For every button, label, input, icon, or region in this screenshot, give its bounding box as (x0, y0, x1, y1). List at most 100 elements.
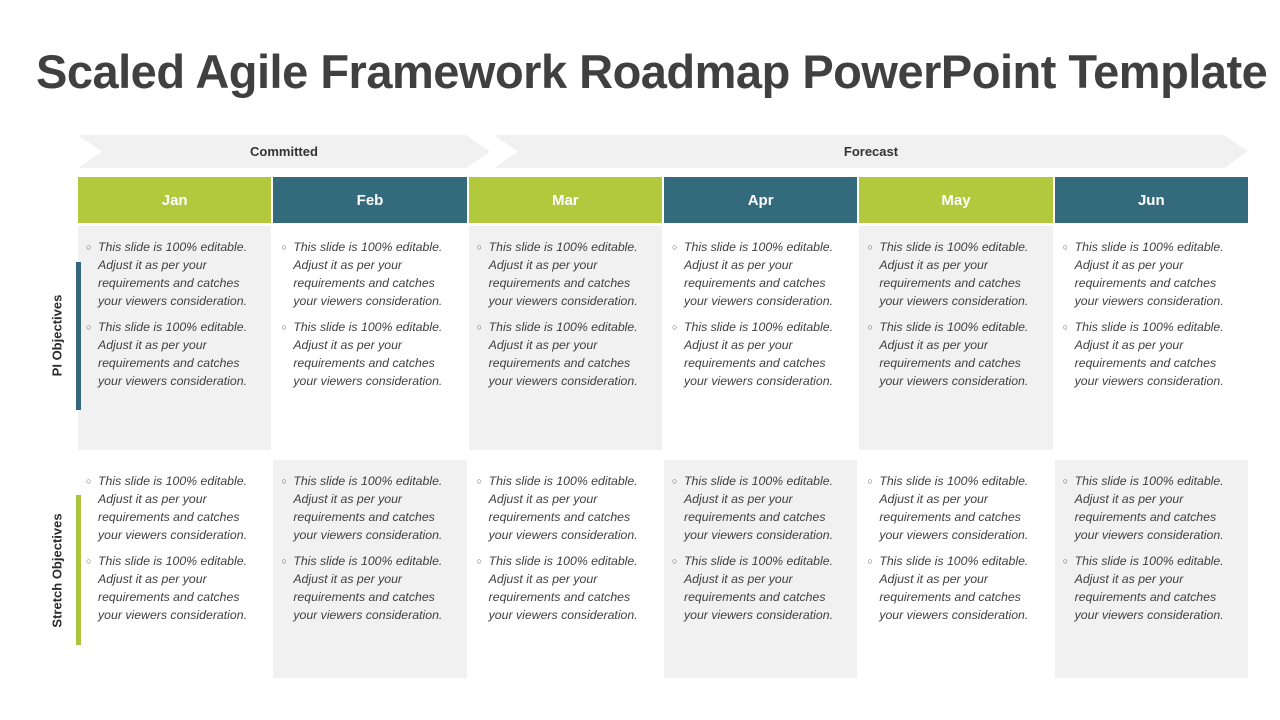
cell-jun[interactable]: ○ This slide is 100% editable. Adjust it … (1054, 226, 1248, 450)
list-item-text: This slide is 100% editable. Adjust it a… (683, 320, 833, 388)
month-header-jan[interactable]: Jan (78, 177, 272, 223)
list-item: ○ This slide is 100% editable. Adjust it … (86, 318, 261, 390)
row-label-pi-text: PI Objectives (49, 294, 65, 377)
cell-jun[interactable]: ○ This slide is 100% editable. Adjust it … (1054, 460, 1248, 678)
list-item: ○ This slide is 100% editable. Adjust it … (281, 238, 456, 310)
cell-may[interactable]: ○ This slide is 100% editable. Adjust it … (859, 226, 1053, 450)
list-item-text: This slide is 100% editable. Adjust it a… (879, 554, 1029, 622)
bullet-circle-icon: ○ (281, 322, 287, 332)
list-item: ○ This slide is 100% editable. Adjust it … (867, 238, 1042, 310)
list-item: ○ This slide is 100% editable. Adjust it … (672, 472, 847, 544)
list-item-text: This slide is 100% editable. Adjust it a… (1074, 320, 1224, 388)
row-accent-pi (76, 262, 81, 410)
list-item: ○ This slide is 100% editable. Adjust it … (477, 552, 652, 624)
cell-may[interactable]: ○ This slide is 100% editable. Adjust it … (859, 460, 1053, 678)
bullet-circle-icon: ○ (476, 476, 483, 486)
bullet-circle-icon: ○ (671, 476, 678, 486)
list-item: ○ This slide is 100% editable. Adjust it … (86, 552, 261, 624)
list-item: ○ This slide is 100% editable. Adjust it … (672, 318, 847, 390)
bullet-circle-icon: ○ (671, 242, 678, 252)
list-item: ○ This slide is 100% editable. Adjust it … (477, 318, 652, 390)
bullet-circle-icon: ○ (476, 322, 483, 332)
list-item: ○ This slide is 100% editable. Adjust it … (1063, 318, 1238, 390)
list-item: ○ This slide is 100% editable. Adjust it … (1063, 472, 1238, 544)
cell-mar[interactable]: ○ This slide is 100% editable. Adjust it … (468, 226, 662, 450)
list-item-text: This slide is 100% editable. Adjust it a… (879, 240, 1029, 308)
row-label-pi-objectives: PI Objectives (42, 258, 72, 413)
list-item-text: This slide is 100% editable. Adjust it a… (879, 474, 1029, 542)
bullet-circle-icon: ○ (476, 556, 483, 566)
list-item-text: This slide is 100% editable. Adjust it a… (293, 240, 443, 308)
list-item-text: This slide is 100% editable. Adjust it a… (1074, 240, 1224, 308)
bullet-circle-icon: ○ (867, 242, 873, 252)
list-item: ○This slide is 100% editable. Adjust it … (1063, 552, 1238, 624)
cell-jan[interactable]: ○ This slide is 100% editable. Adjust it … (78, 460, 272, 678)
bullet-circle-icon: ○ (671, 322, 678, 332)
bullet-circle-icon: ○ (281, 556, 287, 566)
month-header-jun[interactable]: Jun (1054, 177, 1248, 223)
month-header-apr[interactable]: Apr (663, 177, 858, 223)
list-item-text: This slide is 100% editable. Adjust it a… (683, 474, 833, 542)
list-item-text: This slide is 100% editable. Adjust it a… (98, 474, 248, 542)
list-item-text: This slide is 100% editable. Adjust it a… (293, 474, 443, 542)
bullet-circle-icon: ○ (671, 556, 678, 566)
list-item: ○This slide is 100% editable. Adjust it … (86, 238, 261, 310)
cell-apr[interactable]: ○ This slide is 100% editable. Adjust it … (663, 460, 858, 678)
bullet-circle-icon: ○ (476, 242, 483, 252)
bullet-circle-icon: ○ (86, 322, 92, 332)
list-item-text: This slide is 100% editable. Adjust it a… (683, 240, 833, 308)
bullet-circle-icon: ○ (867, 322, 873, 332)
list-item: ○This slide is 100% editable. Adjust it … (281, 318, 456, 390)
cell-jan[interactable]: ○ This slide is 100% editable. Adjust it … (78, 226, 272, 450)
cell-feb[interactable]: ○ This slide is 100% editable. Adjust it … (273, 460, 467, 678)
page-title: Scaled Agile Framework Roadmap PowerPoin… (36, 45, 1268, 98)
cell-feb[interactable]: ○ This slide is 100% editable. Adjust it … (273, 226, 467, 450)
row-band-stretch-objectives: ○ This slide is 100% editable. Adjust it … (78, 460, 1248, 678)
bullet-circle-icon: ○ (1062, 242, 1069, 252)
list-item-text: This slide is 100% editable. Adjust it a… (1074, 474, 1224, 542)
list-item: ○ This slide is 100% editable. Adjust it … (672, 238, 847, 310)
month-header-mar[interactable]: Mar (468, 177, 662, 223)
bullet-circle-icon: ○ (281, 476, 287, 486)
row-label-stretch-text: Stretch Objectives (49, 512, 65, 628)
bullet-circle-icon: ○ (281, 242, 287, 252)
phase-chevron-committed: Committed (78, 135, 490, 168)
row-band-pi-objectives: ○ This slide is 100% editable. Adjust it … (78, 226, 1248, 450)
list-item-text: This slide is 100% editable. Adjust it a… (683, 554, 833, 622)
list-item-text: This slide is 100% editable. Adjust it a… (488, 474, 638, 542)
phase-label-committed: Committed (250, 144, 318, 159)
bullet-circle-icon: ○ (1062, 322, 1069, 332)
list-item-text: This slide is 100% editable. Adjust it a… (488, 554, 638, 622)
list-item-text: This slide is 100% editable. Adjust it a… (879, 320, 1029, 388)
bullet-circle-icon: ○ (86, 476, 92, 486)
list-item-text: This slide is 100% editable. Adjust it a… (488, 320, 638, 388)
list-item: ○This slide is 100% editable. Adjust it … (867, 552, 1042, 624)
phase-label-forecast: Forecast (843, 144, 899, 159)
list-item: ○ This slide is 100% editable. Adjust it … (867, 472, 1042, 544)
list-item: ○ This slide is 100% editable. Adjust it … (477, 472, 652, 544)
list-item: ○ This slide is 100% editable. Adjust it … (477, 238, 652, 310)
list-item: ○ This slide is 100% editable. Adjust it … (1063, 238, 1238, 310)
list-item-text: This slide is 100% editable. Adjust it a… (293, 554, 443, 622)
list-item: ○ This slide is 100% editable. Adjust it … (86, 472, 261, 544)
row-accent-stretch (76, 495, 81, 645)
cell-mar[interactable]: ○ This slide is 100% editable. Adjust it … (468, 460, 662, 678)
bullet-circle-icon: ○ (1062, 476, 1069, 486)
list-item: ○ This slide is 100% editable. Adjust it … (281, 472, 456, 544)
month-header-may[interactable]: May (859, 177, 1053, 223)
list-item: ○ This slide is 100% editable. Adjust it … (281, 552, 456, 624)
list-item-text: This slide is 100% editable. Adjust it a… (98, 320, 248, 388)
list-item-text: This slide is 100% editable. Adjust it a… (98, 554, 248, 622)
cell-apr[interactable]: ○ This slide is 100% editable. Adjust it … (663, 226, 858, 450)
list-item: ○ This slide is 100% editable. Adjust it … (867, 318, 1042, 390)
bullet-circle-icon: ○ (1062, 556, 1069, 566)
bullet-circle-icon: ○ (86, 556, 92, 566)
bullet-circle-icon: ○ (867, 476, 873, 486)
list-item: ○ This slide is 100% editable. Adjust it … (672, 552, 847, 624)
month-header-feb[interactable]: Feb (273, 177, 467, 223)
phase-banner: Committed Forecast (78, 135, 1248, 168)
list-item-text: This slide is 100% editable. Adjust it a… (488, 240, 638, 308)
row-label-stretch-objectives: Stretch Objectives (42, 490, 72, 650)
